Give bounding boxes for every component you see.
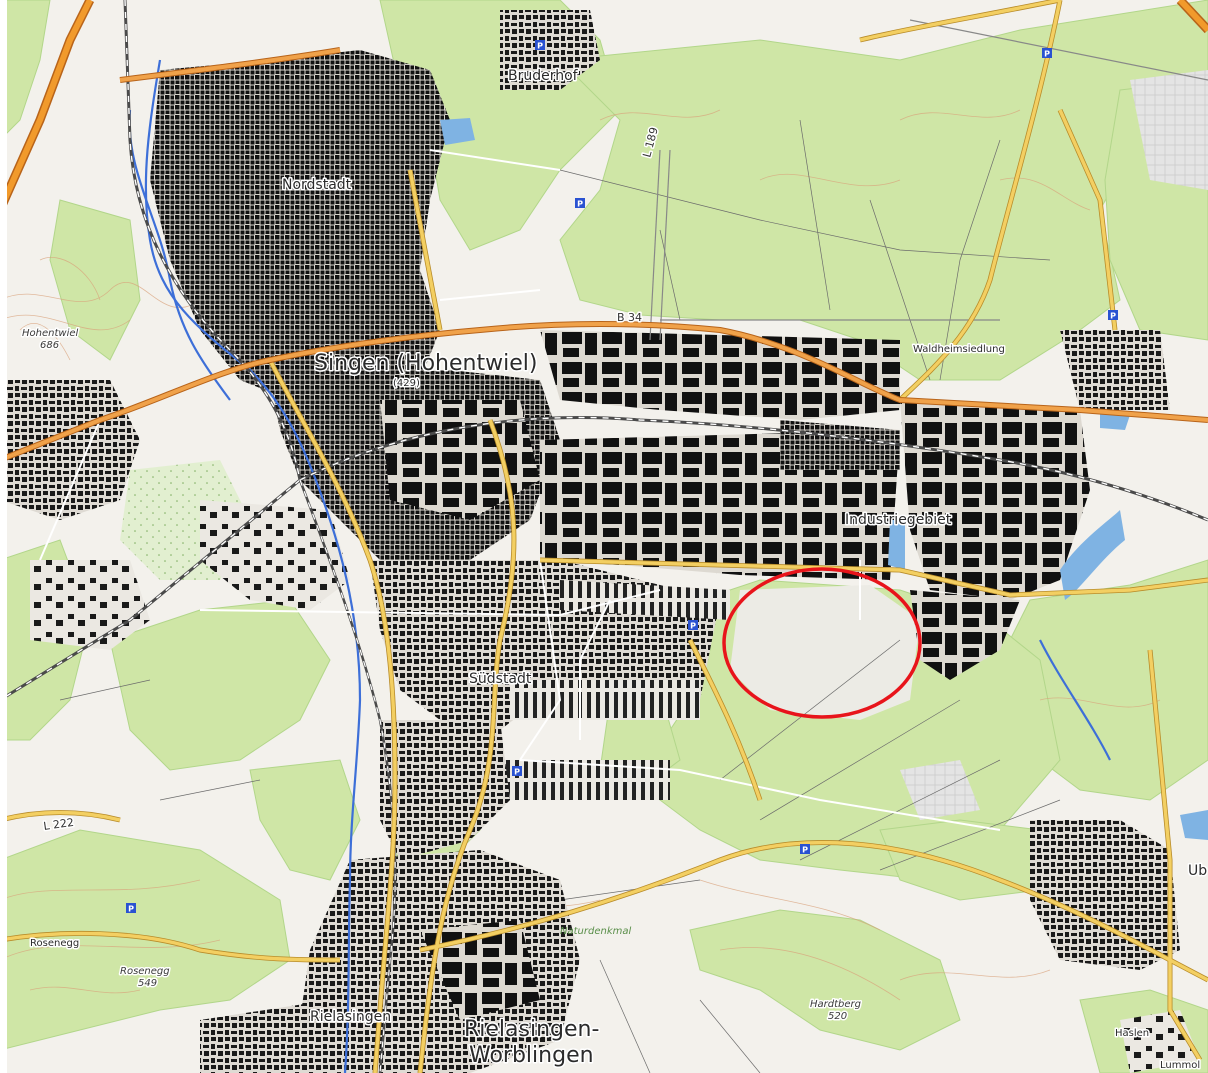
label-bruderhof: Bruderhof [508,68,579,84]
svg-text:P: P [537,42,543,51]
label-singen: Singen (Hohentwiel) [314,351,537,376]
label-rosenegg-peak: Rosenegg [120,966,170,977]
label-haslen: Haslen [1115,1028,1149,1039]
highlight-circle-icon [722,567,922,719]
label-hohentwiel-elevation: 686 [40,340,59,351]
map-left-margin [0,0,7,1073]
parking-icon: P [1042,48,1052,59]
parking-icons: P P P P P P P P [126,40,1118,914]
label-rielasingen: Rielasingen [310,1009,391,1025]
svg-text:P: P [128,905,134,914]
power-lines [649,19,1208,341]
label-ub: Ub [1188,863,1207,879]
label-hardtberg: Hardtberg [810,999,861,1010]
label-rielasingen-worblingen-1: Rielasingen- [464,1017,599,1042]
parking-icon: P [535,40,545,51]
svg-text:P: P [802,846,808,855]
svg-text:P: P [690,622,696,631]
parking-icon: P [800,844,810,855]
svg-text:P: P [1044,50,1050,59]
label-naturdenkmal: Naturdenkmal [560,926,631,937]
label-rosenegg-place: Rosenegg [30,938,79,949]
label-suedstadt: Südstadt [469,671,532,687]
label-road-l222: L 222 [43,816,75,833]
contour-lines [0,109,1161,1001]
label-lummole: Lummol [1160,1060,1200,1071]
rock-area [1130,70,1208,190]
label-nordstadt: Nordstadt [282,177,352,193]
label-hohentwiel: Hohentwiel [22,328,78,339]
label-road-b34: B 34 [617,311,642,324]
map-labels: Singen (Hohentwiel) (429) Nordstadt Süds… [21,67,1208,1073]
label-industriegebiet: Industriegebiet [845,512,952,528]
label-singen-elevation: (429) [393,378,420,389]
svg-text:P: P [1110,312,1116,321]
parking-icon: P [575,198,585,209]
parking-icon: P [688,620,698,631]
label-rosenegg-elevation: 549 [138,978,157,989]
label-waldheimsiedlung: Waldheimsiedlung [913,344,1005,355]
parking-icon: P [1108,310,1118,321]
label-rielasingen-worblingen-2: Worblingen [469,1043,594,1068]
label-hardtberg-elevation: 520 [828,1011,847,1022]
primary-roads [0,47,1208,463]
rivers [128,59,1111,1073]
parking-icon: P [512,766,522,777]
field-paths [59,119,1101,1073]
parking-icon: P [126,903,136,914]
svg-text:P: P [577,200,583,209]
minor-roads [39,149,1001,831]
motorway [0,0,1208,212]
svg-text:P: P [514,768,520,777]
